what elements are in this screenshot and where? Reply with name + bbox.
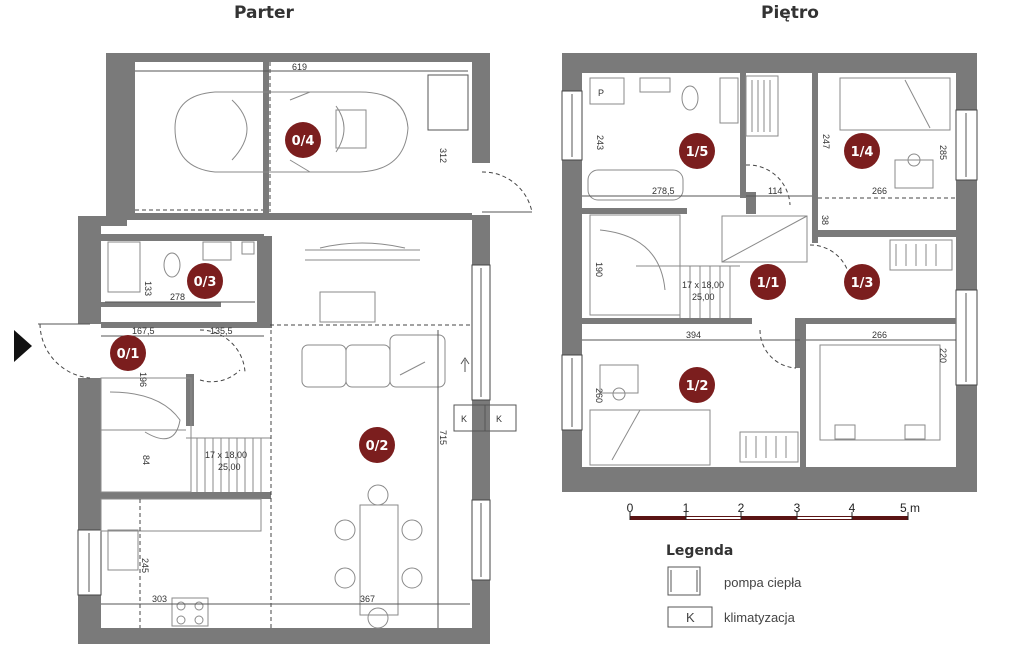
room-badge-1-2: 1/2 xyxy=(679,367,715,403)
ground-stair-spec: 17 x 18,00 xyxy=(205,450,247,460)
ac-unit-label-2: K xyxy=(496,414,502,424)
dim-278-5: 278,5 xyxy=(652,186,675,196)
legend-title: Legenda xyxy=(666,543,733,559)
ground-floor-title: Parter xyxy=(234,3,295,23)
room-badge-0-3: 0/3 xyxy=(187,263,223,299)
room-badge-1-1: 1/1 xyxy=(750,264,786,300)
upper-floor-title: Piętro xyxy=(761,3,819,23)
ground-floor-plan: K K 619 312 133 278 167,5 135,5 196 84 1… xyxy=(14,53,533,644)
ac-unit-label-1: K xyxy=(461,414,467,424)
room-badge-1-3: 1/3 xyxy=(844,264,880,300)
dim-312: 312 xyxy=(438,148,448,163)
svg-text:0/3: 0/3 xyxy=(194,275,217,290)
svg-text:1/5: 1/5 xyxy=(686,145,709,160)
room-badge-0-4: 0/4 xyxy=(285,122,321,158)
scale-tick-2: 2 xyxy=(738,501,745,515)
scale-tick-0: 0 xyxy=(627,501,634,515)
svg-text:1/1: 1/1 xyxy=(757,276,780,291)
heat-pump-icon xyxy=(667,566,701,596)
scale-tick-3: 3 xyxy=(794,501,801,515)
svg-text:0/4: 0/4 xyxy=(292,134,315,149)
dim-278: 278 xyxy=(170,292,185,302)
entrance-arrow-icon xyxy=(14,330,32,362)
dim-245: 245 xyxy=(140,558,150,573)
dim-167-5: 167,5 xyxy=(132,326,155,336)
dim-266-top: 266 xyxy=(872,186,887,196)
dim-367: 367 xyxy=(360,594,375,604)
dim-114: 114 xyxy=(768,186,782,196)
dim-84: 84 xyxy=(141,455,151,465)
svg-text:1/4: 1/4 xyxy=(851,145,874,160)
dim-190: 190 xyxy=(594,262,604,277)
ground-stair-spec-2: 25,00 xyxy=(218,462,241,472)
legend-ac-symbol: K xyxy=(686,610,695,625)
legend-ac: klimatyzacja xyxy=(724,610,796,625)
scale-tick-5: 5 m xyxy=(900,501,920,515)
dim-285: 285 xyxy=(938,145,948,160)
dim-243: 243 xyxy=(595,135,605,150)
svg-text:0/2: 0/2 xyxy=(366,439,389,454)
upper-stair-spec-2: 25,00 xyxy=(692,292,715,302)
dim-619: 619 xyxy=(292,62,307,72)
upper-stair-spec: 17 x 18,00 xyxy=(682,280,724,290)
dim-135-5: 135,5 xyxy=(210,326,233,336)
room-badge-1-4: 1/4 xyxy=(844,133,880,169)
dim-266-bottom: 266 xyxy=(872,330,887,340)
legend-heat-pump: pompa ciepła xyxy=(724,575,802,590)
scale-tick-1: 1 xyxy=(683,501,690,515)
dim-38: 38 xyxy=(820,215,830,225)
room-badge-0-1: 0/1 xyxy=(110,335,146,371)
dim-133: 133 xyxy=(143,281,153,296)
svg-text:1/2: 1/2 xyxy=(686,379,709,394)
scale-bar: 0 1 2 3 4 5 m xyxy=(627,501,920,520)
svg-text:0/1: 0/1 xyxy=(117,347,140,362)
legend: Legenda pompa ciepła K klimatyzacja xyxy=(666,543,802,628)
heat-pump-mark: P xyxy=(598,88,604,98)
room-badge-0-2: 0/2 xyxy=(359,427,395,463)
ac-icon xyxy=(667,606,713,628)
dim-715: 715 xyxy=(438,430,448,445)
dim-220: 220 xyxy=(938,348,948,363)
dim-196: 196 xyxy=(138,372,148,387)
upper-floor-plan: P xyxy=(561,53,978,492)
dim-303: 303 xyxy=(152,594,167,604)
svg-text:1/3: 1/3 xyxy=(851,276,874,291)
dim-247: 247 xyxy=(821,134,831,149)
dim-394: 394 xyxy=(686,330,701,340)
scale-tick-4: 4 xyxy=(849,501,856,515)
dim-260: 260 xyxy=(594,388,604,403)
room-badge-1-5: 1/5 xyxy=(679,133,715,169)
